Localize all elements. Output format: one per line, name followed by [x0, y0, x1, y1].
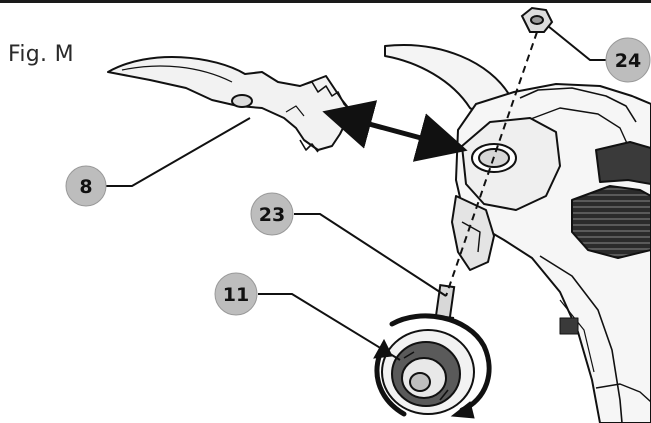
figure-label: Fig. M	[8, 42, 74, 67]
callout-23: 23	[250, 192, 294, 236]
callout-8-label: 8	[79, 176, 92, 198]
callout-11-label: 11	[223, 284, 249, 306]
callout-11: 11	[214, 272, 258, 316]
top-rule	[0, 0, 651, 3]
leader-lines	[104, 25, 608, 361]
callout-24-label: 24	[615, 50, 641, 72]
knob-part-11	[381, 329, 475, 415]
callout-24: 24	[605, 37, 651, 83]
blade-part-8	[107, 56, 351, 153]
callout-8: 8	[65, 165, 107, 207]
callout-23-label: 23	[259, 204, 285, 226]
nut-part-24	[520, 6, 554, 33]
double-arrow	[322, 100, 468, 162]
assembly-axis	[445, 31, 538, 297]
rotation-arrow	[373, 313, 492, 419]
